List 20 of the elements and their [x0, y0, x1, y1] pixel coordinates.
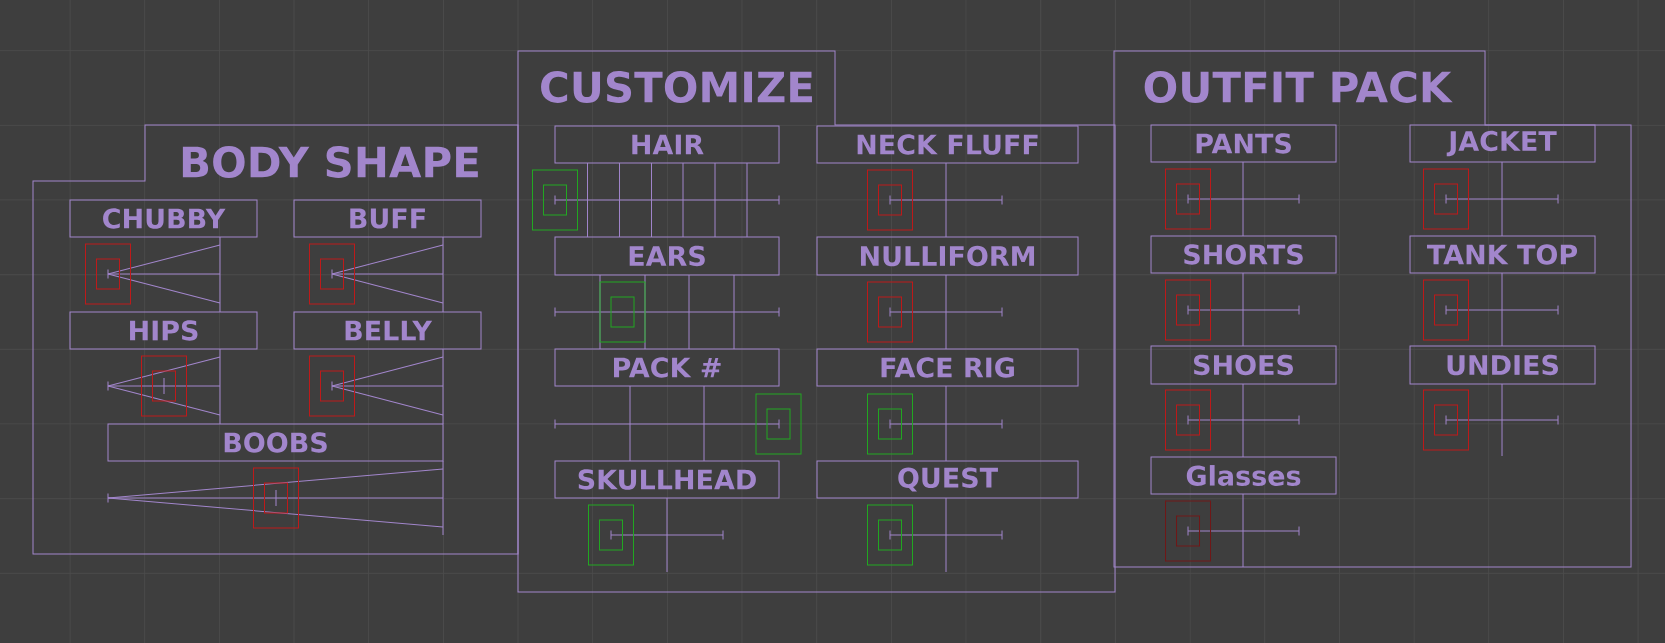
- label-box: HAIR: [554, 125, 780, 164]
- label-box: Glasses: [1150, 456, 1337, 495]
- label-box: HIPS: [69, 311, 258, 350]
- label-box: SHORTS: [1150, 235, 1337, 274]
- label-box: EARS: [554, 236, 780, 276]
- label-box: BUFF: [293, 199, 482, 238]
- label-box: TANK TOP: [1409, 235, 1596, 274]
- label-box: PACK #: [554, 348, 780, 387]
- label-box: BOOBS: [107, 423, 444, 462]
- label-box: SHOES: [1150, 345, 1337, 385]
- label-box: UNDIES: [1409, 345, 1596, 385]
- label-box: NECK FLUFF: [816, 125, 1079, 164]
- label-box: PANTS: [1150, 124, 1337, 163]
- label-box: SKULLHEAD: [554, 460, 780, 499]
- label-box: CHUBBY: [69, 199, 258, 238]
- label-box: FACE RIG: [816, 348, 1079, 387]
- label-box: JACKET: [1409, 124, 1596, 163]
- label-box: BELLY: [293, 311, 482, 350]
- label-box: NULLIFORM: [816, 236, 1079, 276]
- label-box: QUEST: [816, 460, 1079, 499]
